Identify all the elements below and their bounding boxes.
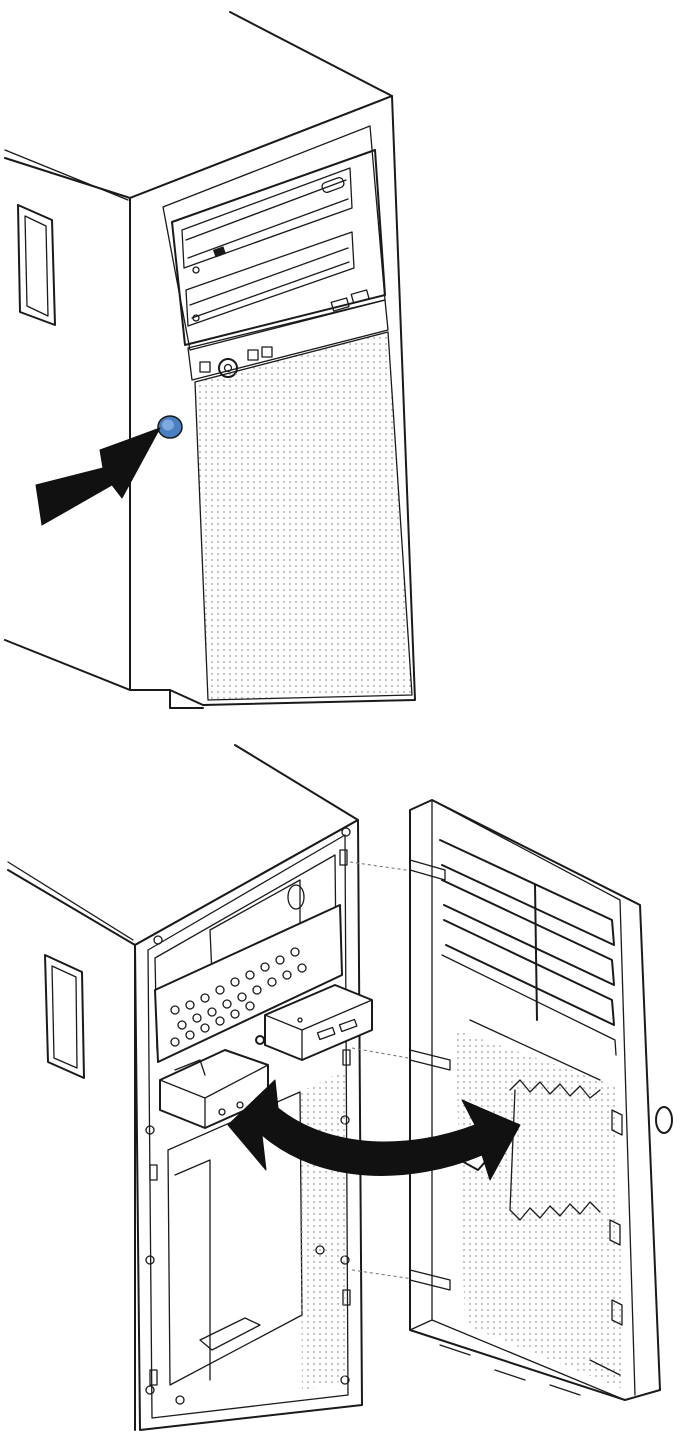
push-arrow-icon: [35, 427, 161, 526]
bottom-panel-bezel-removed: [7, 744, 673, 1431]
control-panel: [187, 299, 389, 381]
release-button-icon: [157, 415, 183, 439]
removed-front-bezel: [409, 799, 673, 1401]
rotate-double-arrow-icon: [227, 1079, 521, 1181]
bezel-grille: [195, 332, 412, 700]
perforated-plate: [154, 904, 343, 1063]
optical-drive-bays: [171, 149, 386, 346]
side-handle-lower: [44, 954, 85, 1079]
side-handle: [17, 204, 56, 326]
top-panel-server-front: [4, 11, 416, 709]
control-panel-board: [159, 1049, 269, 1129]
front-io-module: [255, 984, 373, 1061]
